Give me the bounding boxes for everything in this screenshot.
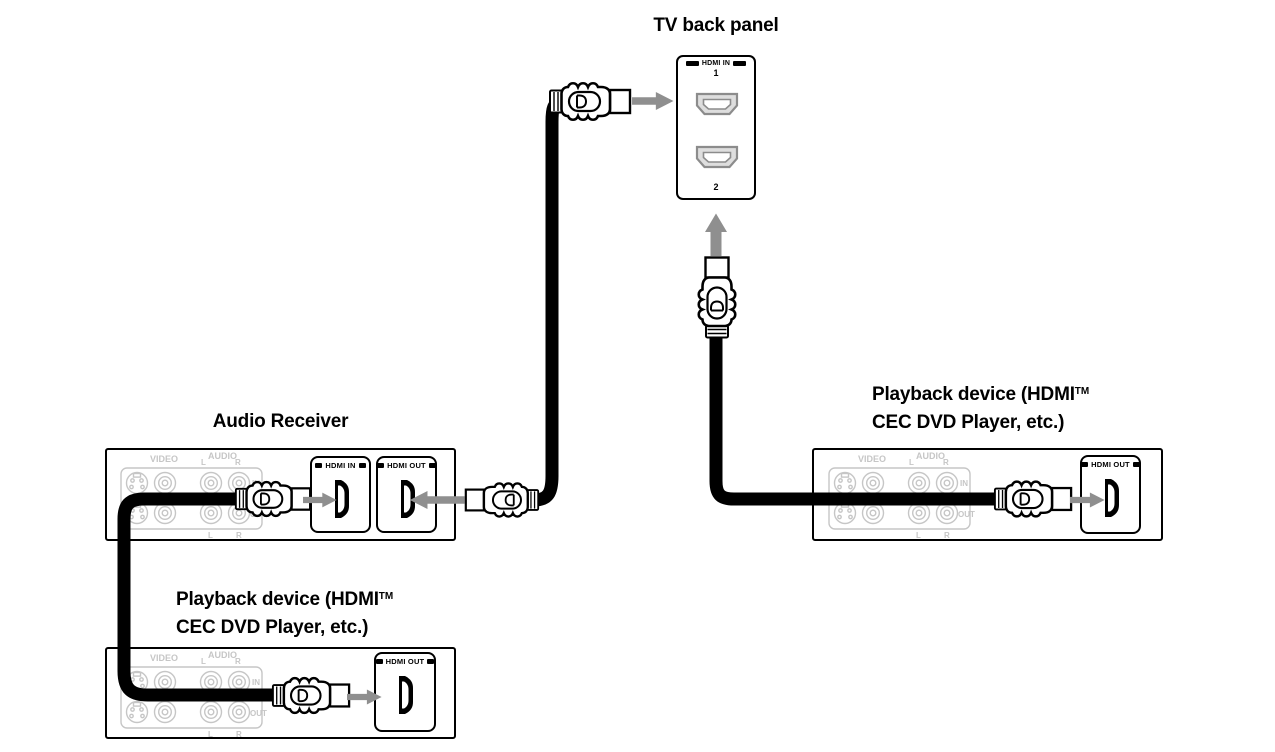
arrow-left-icon: [409, 490, 465, 510]
hdmi-out-label: HDMI OUT: [1091, 460, 1130, 469]
rca-jack-icon: [153, 700, 177, 724]
audio-label: AUDIO: [208, 451, 237, 461]
arrow-right-icon: [347, 689, 382, 705]
rca-jack-icon: [861, 501, 885, 525]
hdmi-out-label: HDMI OUT: [387, 461, 426, 470]
audio-r-label: R: [943, 458, 949, 467]
label-bar: [315, 463, 323, 468]
rca-jack-icon: [199, 700, 223, 724]
arrow-right-icon: [1070, 492, 1105, 508]
label-bar: [428, 463, 436, 468]
rca-jack-icon: [199, 670, 223, 694]
playback-bottom-jack-group: VIDEO AUDIO L R IN OUT L R: [120, 650, 267, 738]
bottom-l-label: L: [916, 531, 921, 539]
hdmi-port-icon: [399, 676, 413, 714]
bottom-r-label: R: [236, 531, 242, 539]
rca-jack-icon: [935, 501, 959, 525]
playback-right-title: Playback device (HDMITM CEC DVD Player, …: [872, 384, 1090, 433]
playback-right-jack-group: VIDEO AUDIO L R IN OUT L R: [828, 451, 975, 539]
tv-back-panel: HDMI IN 1 2: [676, 55, 756, 200]
bottom-l-label: L: [208, 531, 213, 539]
audio-r-label: R: [235, 657, 241, 666]
rca-jack-icon: [199, 471, 223, 495]
rca-jack-icon: [935, 471, 959, 495]
out-label: OUT: [958, 510, 975, 519]
audio-label: AUDIO: [208, 650, 237, 660]
svideo-jack-icon: [125, 501, 149, 525]
hdmi-plug-icon: [271, 676, 351, 715]
hdmi-receptacle-1-icon: [695, 92, 739, 116]
in-label: IN: [960, 479, 968, 488]
rca-jack-icon: [227, 700, 251, 724]
label-bar: [358, 463, 366, 468]
label-bar: [427, 659, 435, 664]
audio-l-label: L: [201, 458, 206, 467]
label-bar: [375, 659, 383, 664]
svideo-jack-icon: [833, 501, 857, 525]
arrow-up-icon: [705, 213, 727, 256]
hdmi-plug-icon: [234, 480, 312, 518]
svideo-jack-icon: [833, 471, 857, 495]
svideo-jack-icon: [125, 670, 149, 694]
trademark-sup: TM: [1074, 386, 1090, 397]
hdmi-plug-icon: [694, 255, 739, 339]
hdmi-receptacle-2-icon: [695, 145, 739, 169]
rca-jack-icon: [153, 670, 177, 694]
audio-r-label: R: [235, 458, 241, 467]
rca-jack-icon: [153, 471, 177, 495]
playback-bottom-title: Playback device (HDMITM CEC DVD Player, …: [176, 589, 394, 638]
label-bar: [1132, 462, 1140, 467]
label-bar: [733, 61, 747, 66]
hdmi-in-label: HDMI IN: [325, 461, 356, 470]
tv-title: TV back panel: [653, 15, 779, 36]
rca-jack-icon: [199, 501, 223, 525]
svideo-jack-icon: [125, 471, 149, 495]
tv-port-2-number: 2: [713, 182, 719, 192]
svideo-jack-icon: [125, 700, 149, 724]
label-bar: [685, 61, 699, 66]
playback-bottom-hdmi-out-port: HDMI OUT: [374, 652, 436, 732]
rca-jack-icon: [227, 670, 251, 694]
rca-jack-icon: [907, 471, 931, 495]
receiver-title: Audio Receiver: [212, 411, 349, 432]
bottom-r-label: R: [944, 531, 950, 539]
video-label: VIDEO: [150, 653, 178, 663]
audio-l-label: L: [909, 458, 914, 467]
out-label: OUT: [250, 709, 267, 718]
hdmi-plug-icon: [993, 480, 1073, 518]
hdmi-plug-icon: [464, 482, 540, 518]
hdmi-out-label: HDMI OUT: [385, 657, 425, 666]
arrow-right-icon: [632, 91, 674, 111]
tv-port-1-number: 1: [713, 68, 719, 78]
rca-jack-icon: [861, 471, 885, 495]
receiver-hdmi-in-port: HDMI IN: [310, 456, 371, 533]
arrow-right-icon: [303, 492, 337, 508]
rca-jack-icon: [153, 501, 177, 525]
video-label: VIDEO: [858, 454, 886, 464]
audio-label: AUDIO: [916, 451, 945, 461]
trademark-sup: TM: [378, 591, 394, 602]
rca-jack-icon: [907, 501, 931, 525]
tv-hdmi-in-header: HDMI IN: [678, 60, 754, 67]
audio-l-label: L: [201, 657, 206, 666]
in-label: IN: [252, 678, 260, 687]
label-bar: [1081, 462, 1089, 467]
cable-tv-to-receiver-out: [531, 94, 564, 507]
video-label: VIDEO: [150, 454, 178, 464]
label-bar: [377, 463, 385, 468]
bottom-l-label: L: [208, 730, 213, 738]
bottom-r-label: R: [236, 730, 242, 738]
hdmi-plug-icon: [548, 81, 632, 122]
